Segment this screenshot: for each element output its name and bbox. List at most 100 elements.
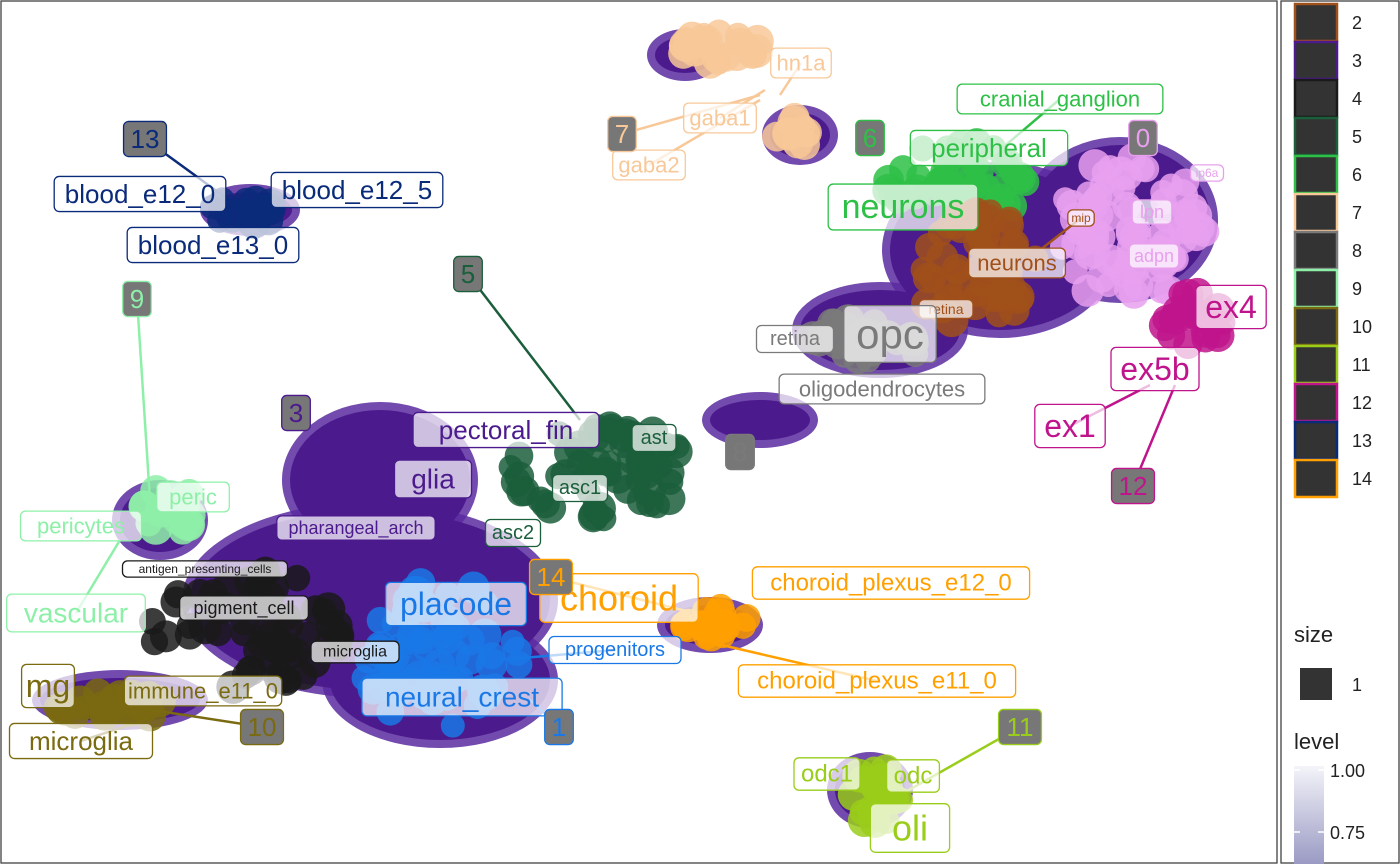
cell-point <box>502 636 532 666</box>
plot-panel <box>0 0 1278 864</box>
cell-point <box>1159 173 1184 198</box>
cell-type-label-box <box>1195 284 1267 330</box>
cell-type-label-box <box>6 593 146 633</box>
cell-type-label-box <box>270 171 444 209</box>
cell-type-label-text: pericytes <box>37 514 125 539</box>
legend-label: 9 <box>1352 279 1362 299</box>
cell-type-label: mip <box>1067 209 1095 227</box>
legend-key: 9 <box>1293 268 1362 309</box>
cell-point <box>1123 270 1154 301</box>
cell-type-label-text: hn1a <box>777 51 827 76</box>
cell-type-label-text: neural_crest <box>385 682 539 713</box>
legend-swatch <box>1293 192 1339 233</box>
cluster-id-label-text: 3 <box>289 398 303 428</box>
leader-line <box>467 273 581 421</box>
cluster-id-label-box <box>122 120 168 158</box>
cluster-id-label: 13 <box>122 120 168 158</box>
legend-swatch <box>1293 344 1339 385</box>
cell-type-label-text: blood_e13_0 <box>138 230 288 260</box>
cluster-id-label-text: 5 <box>461 259 475 289</box>
legend-size-title: size <box>1294 622 1333 647</box>
legend-label: 7 <box>1352 203 1362 223</box>
cell-point <box>504 441 534 471</box>
legend-swatch <box>1293 2 1339 43</box>
cluster-id-label-text: 6 <box>863 123 877 153</box>
cell-type-label-box <box>827 183 979 231</box>
cell-type-label: neurons <box>827 183 979 231</box>
legend-swatch <box>1293 78 1339 119</box>
cell-point <box>170 514 195 539</box>
cell-type-label-text: asc2 <box>492 522 534 544</box>
cell-point <box>915 232 944 262</box>
cell-type-label: choroid_plexus_e12_0 <box>751 566 1031 600</box>
cell-type-label-text: ex1 <box>1044 408 1096 444</box>
legend-label: 3 <box>1352 51 1362 71</box>
cell-type-label-box <box>1189 164 1225 182</box>
cell-type-label: choroid <box>539 573 699 623</box>
cell-type-label: blood_e12_5 <box>270 171 444 209</box>
cell-type-label-text: peripheral <box>931 133 1047 163</box>
cluster-id-label-box <box>122 280 152 318</box>
legend-size-label: 1 <box>1352 675 1362 695</box>
cell-type-label-text: immune_e11_0 <box>128 679 278 704</box>
cell-type-label-box <box>737 664 1017 698</box>
cell-type-label-box <box>53 175 227 213</box>
cell-point <box>613 474 643 504</box>
cell-type-label-box <box>1131 199 1173 225</box>
cell-type-label-box <box>751 566 1031 600</box>
cell-type-label: antigen_presenting_cells <box>121 560 289 578</box>
cell-point <box>693 46 727 79</box>
cell-type-label-text: microglia <box>29 726 134 756</box>
legend-key: 4 <box>1293 78 1362 119</box>
cell-type-label: ex5b <box>1110 346 1200 392</box>
cluster-id-label-box <box>239 708 285 746</box>
cell-point <box>643 492 670 519</box>
legend-key: 3 <box>1293 40 1362 81</box>
cell-type-label-text: ex5b <box>1120 351 1189 387</box>
legend-border <box>1280 0 1400 864</box>
cluster-id-label-text: 0 <box>1136 123 1150 153</box>
cell-type-label-box <box>126 226 300 264</box>
cluster-id-label-box <box>528 558 574 596</box>
cell-type-label-text: microglia <box>323 644 387 661</box>
cell-type-label-box <box>778 373 986 405</box>
cluster-id-label-box <box>544 708 574 746</box>
cell-type-label: ex4 <box>1195 284 1267 330</box>
legend-key: 6 <box>1293 154 1362 195</box>
cell-type-label: mg <box>20 663 76 709</box>
cluster-id-label: 10 <box>239 708 285 746</box>
cluster-id-label: 1 <box>544 708 574 746</box>
cell-type-label: microglia <box>8 722 154 760</box>
cell-point <box>319 609 353 643</box>
cell-point <box>1000 273 1026 299</box>
cell-point <box>1097 155 1123 180</box>
cell-point <box>283 564 311 592</box>
legend-size: 1 <box>1300 668 1362 700</box>
legend-swatch <box>1293 154 1339 195</box>
cell-point <box>1128 155 1155 182</box>
legend-swatch <box>1293 268 1339 309</box>
legend-label: 11 <box>1352 355 1371 375</box>
cell-type-label-box <box>310 640 400 664</box>
cell-type-label: peric <box>156 481 230 513</box>
legend-level-title: level <box>1294 729 1339 754</box>
legend-label: 12 <box>1352 393 1372 413</box>
legend-key: 13 <box>1293 420 1372 461</box>
cell-type-label: lpn <box>1131 199 1173 225</box>
cell-type-label-text: choroid <box>560 578 678 619</box>
cell-type-label: retina <box>755 324 835 354</box>
cell-type-label-text: progenitors <box>565 639 665 661</box>
cell-type-label-box <box>1067 209 1095 227</box>
cell-type-label: pectoral_fin <box>412 411 600 449</box>
cell-type-label-text: pectoral_fin <box>439 415 573 445</box>
cell-type-label: ip6a <box>1189 164 1225 182</box>
cluster-id-label: 0 <box>1128 119 1158 157</box>
cell-type-label-text: oli <box>892 808 928 849</box>
cell-point <box>440 713 465 738</box>
cell-point <box>673 35 700 63</box>
cell-type-label-box <box>967 247 1067 279</box>
cell-type-label-text: oligodendrocytes <box>799 377 965 402</box>
cell-point <box>94 696 123 725</box>
cell-type-label-text: gaba2 <box>618 153 679 178</box>
